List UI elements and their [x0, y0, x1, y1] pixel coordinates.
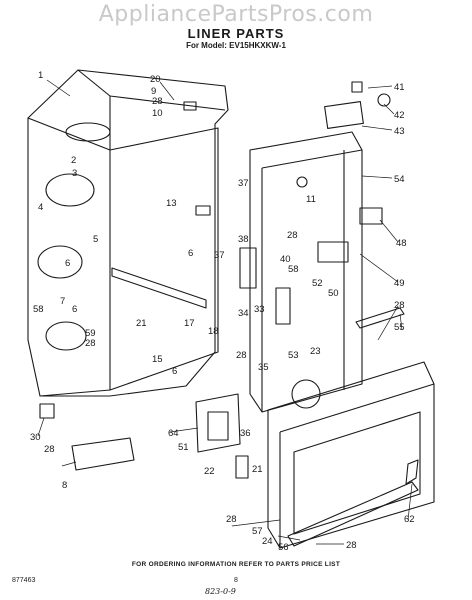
callout-label: 42 — [394, 110, 405, 121]
callout-label: 56 — [278, 542, 289, 553]
callout-label: 8 — [62, 480, 67, 491]
callout-label: 6 — [172, 366, 177, 377]
callout-label: 34 — [238, 308, 249, 319]
callout-label: 49 — [394, 278, 405, 289]
callout-label: 30 — [30, 432, 41, 443]
callout-label: 28 — [44, 444, 55, 455]
callout-label: 62 — [404, 514, 415, 525]
handwritten-note: 823-0-9 — [205, 587, 236, 596]
callout-label: 21 — [252, 464, 263, 475]
loose-parts — [39, 247, 291, 479]
liner-panel — [249, 81, 391, 413]
callout-label: 10 — [152, 108, 163, 119]
callout-label: 37 — [214, 250, 225, 261]
callout-label: 50 — [328, 288, 339, 299]
callout-label: 11 — [306, 194, 316, 205]
callout-label: 38 — [238, 234, 249, 245]
callout-label: 37 — [238, 178, 249, 189]
callout-label: 28 — [346, 540, 357, 551]
callout-label: 28 — [152, 96, 163, 107]
callout-label: 21 — [136, 318, 147, 329]
callout-label: 33 — [254, 304, 265, 315]
callout-label: 18 — [208, 326, 219, 337]
callout-label: 6 — [65, 258, 70, 269]
callout-label: 51 — [178, 442, 189, 453]
callout-label: 7 — [60, 296, 65, 307]
model-line: For Model: EV15HKXKW-1 — [186, 41, 286, 50]
callout-label: 58 — [288, 264, 299, 275]
callout-label: 41 — [394, 82, 405, 93]
callout-label: 28 — [226, 514, 237, 525]
callout-label: 6 — [72, 304, 77, 315]
callout-label: 4 — [38, 202, 43, 213]
door-trim-panel — [267, 307, 435, 549]
callout-labels: 1 20 9 28 10 2 3 4 5 6 7 58 6 59 28 13 6… — [30, 70, 415, 553]
callout-label: 24 — [262, 536, 273, 547]
callout-label: 3 — [72, 168, 77, 179]
callout-label: 6 — [188, 248, 193, 259]
callout-label: 59 — [85, 328, 96, 339]
callout-label: 35 — [258, 362, 269, 373]
document-code: 877463 — [12, 577, 36, 584]
watermark-text: AppliancePartsPros.com — [98, 2, 374, 27]
callout-label: 57 — [252, 526, 263, 537]
callout-label: 54 — [394, 174, 405, 185]
diagram-title: LINER PARTS — [187, 26, 285, 41]
callout-label: 22 — [204, 466, 215, 477]
callout-label: 5 — [93, 234, 98, 245]
callout-label: 40 — [280, 254, 291, 265]
callout-label: 9 — [151, 86, 156, 97]
callout-label: 2 — [71, 155, 76, 166]
callout-label: 17 — [184, 318, 195, 329]
callout-label: 23 — [310, 346, 321, 357]
callout-label: 64 — [168, 428, 179, 439]
page-number: 8 — [234, 577, 238, 584]
callout-label: 52 — [312, 278, 323, 289]
callout-label: 58 — [33, 304, 44, 315]
callout-label: 20 — [150, 74, 161, 85]
callout-label: 28 — [236, 350, 247, 361]
leader-lines — [37, 79, 413, 545]
liner-cabinet — [27, 69, 229, 397]
callout-label: 48 — [396, 238, 407, 249]
callout-label: 15 — [152, 354, 163, 365]
callout-label: 36 — [240, 428, 251, 439]
callout-label: 43 — [394, 126, 405, 137]
callout-label: 28 — [85, 338, 96, 349]
callout-label: 1 — [38, 70, 43, 81]
callout-label: 13 — [166, 198, 177, 209]
callout-label: 55 — [394, 322, 405, 333]
callout-label: 53 — [288, 350, 299, 361]
callout-label: 28 — [287, 230, 298, 241]
ordering-info-footer: FOR ORDERING INFORMATION REFER TO PARTS … — [131, 561, 341, 568]
callout-label: 28 — [394, 300, 405, 311]
